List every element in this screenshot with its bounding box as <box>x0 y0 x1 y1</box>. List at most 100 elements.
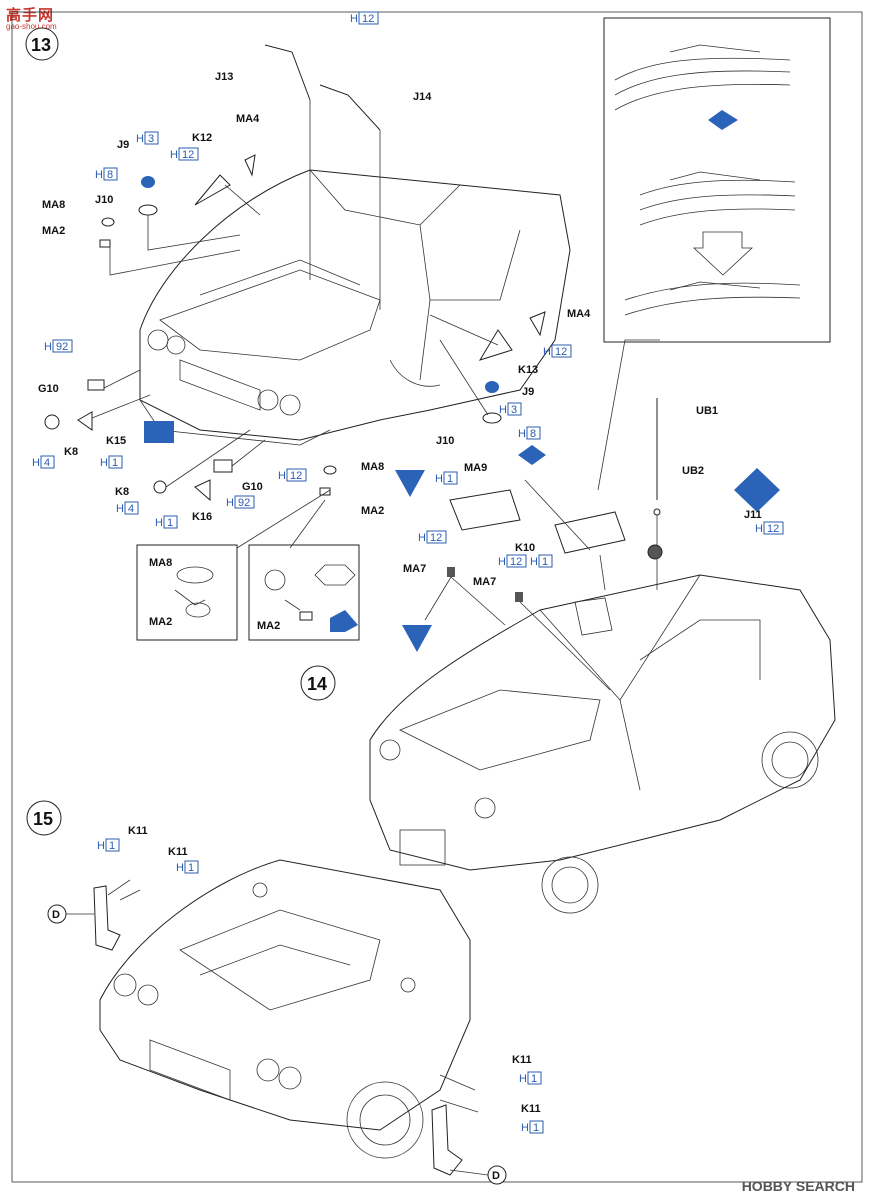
triangle-mark-1 <box>395 470 425 497</box>
paint-code-box <box>529 1120 544 1134</box>
paint-code-prefix: H <box>530 556 538 568</box>
part-ma7-right <box>515 592 523 602</box>
leader-g10-left <box>103 369 141 389</box>
label-k16: K16 <box>192 511 212 523</box>
part-ma2-left <box>99 239 111 248</box>
label-d-lower: D <box>492 1170 500 1182</box>
paint-code-box <box>144 131 159 145</box>
mudflap-front-lower <box>431 1104 463 1176</box>
part-ma4-left <box>244 154 256 177</box>
label-j9-left: J9 <box>117 139 129 151</box>
paint-code-number: 12 <box>290 470 302 482</box>
label-j14: J14 <box>413 91 432 103</box>
paint-code-number: 1 <box>542 556 548 568</box>
label-ma8-right: MA8 <box>361 461 384 473</box>
roof-detail-inset <box>603 17 831 343</box>
paint-code-number: 12 <box>510 556 522 568</box>
paint-code-prefix: H <box>755 523 763 535</box>
paint-code-number: 3 <box>148 133 154 145</box>
label-k11-a: K11 <box>128 825 148 837</box>
label-j10-right: J10 <box>436 435 454 447</box>
paint-code-prefix: H <box>155 517 163 529</box>
label-k8-left: K8 <box>64 446 78 458</box>
paint-code-box <box>507 402 522 416</box>
watermark-text: 高手网 <box>6 7 55 24</box>
paint-code-h12b: H 12 <box>170 147 199 161</box>
label-ub1: UB1 <box>696 405 718 417</box>
step14-car-body <box>369 574 836 914</box>
paint-code-h92b: H 92 <box>226 495 255 509</box>
part-k10 <box>554 511 626 554</box>
paint-code-number: 1 <box>167 517 173 529</box>
paint-code-box <box>184 860 199 874</box>
paint-code-box <box>538 554 553 568</box>
leader-ma7-left <box>424 576 506 626</box>
label-k10: K10 <box>515 542 535 554</box>
paint-code-number: 1 <box>112 457 118 469</box>
label-ma2-detail-2: MA2 <box>257 620 280 632</box>
double-arrow-mark <box>518 445 546 465</box>
diamond-mark <box>734 468 780 512</box>
paint-code-number: 92 <box>238 497 250 509</box>
paint-code-prefix: H <box>418 532 426 544</box>
label-k11-d: K11 <box>521 1103 541 1115</box>
paint-code-box <box>52 339 73 353</box>
part-ma7-left <box>447 567 455 577</box>
paint-code-box <box>234 495 255 509</box>
mudflap-front-upper <box>93 885 121 951</box>
paint-code-prefix: H <box>136 133 144 145</box>
paint-code-box <box>526 426 541 440</box>
paint-code-prefix: H <box>499 404 507 416</box>
paint-code-number: 1 <box>188 862 194 874</box>
leader-k12 <box>224 184 261 216</box>
paint-code-prefix: H <box>95 169 103 181</box>
label-k12: K12 <box>192 132 212 144</box>
part-j11 <box>647 544 663 560</box>
detail-box-ma2 <box>248 544 360 641</box>
step-14-number: 14 <box>307 674 327 694</box>
paint-code-prefix: H <box>226 497 234 509</box>
paint-code-prefix: H <box>435 473 443 485</box>
paint-code-box <box>551 344 572 358</box>
paint-code-number: 4 <box>44 457 50 469</box>
label-ma8-left: MA8 <box>42 199 65 211</box>
paint-code-box <box>443 471 458 485</box>
paint-code-number: 4 <box>128 503 134 515</box>
paint-code-number: 12 <box>182 149 194 161</box>
part-j10-right <box>482 412 502 424</box>
paint-code-prefix: H <box>44 341 52 353</box>
paint-code-prefix: H <box>170 149 178 161</box>
paint-code-prefix: H <box>97 840 105 852</box>
part-k8-left <box>44 414 60 430</box>
decal-d-upper: D <box>47 904 94 924</box>
label-g10-left: G10 <box>38 383 59 395</box>
leader-k11-lower <box>439 1074 479 1113</box>
paint-code-number: 1 <box>109 840 115 852</box>
paint-code-prefix: H <box>32 457 40 469</box>
watermark-url: gao-shou.com <box>6 22 57 31</box>
label-ma2-left: MA2 <box>42 225 65 237</box>
label-ma2-detail: MA2 <box>149 616 172 628</box>
step-15-number: 15 <box>33 809 53 829</box>
label-k13: K13 <box>518 364 538 376</box>
leader-ma2-left <box>109 245 241 276</box>
label-ma7-right: MA7 <box>473 576 496 588</box>
wiper-j13 <box>264 44 311 101</box>
part-ma2-right <box>319 487 331 496</box>
part-k8-right <box>153 480 167 494</box>
wiper-j14 <box>319 84 381 131</box>
paint-code-number: 12 <box>555 346 567 358</box>
